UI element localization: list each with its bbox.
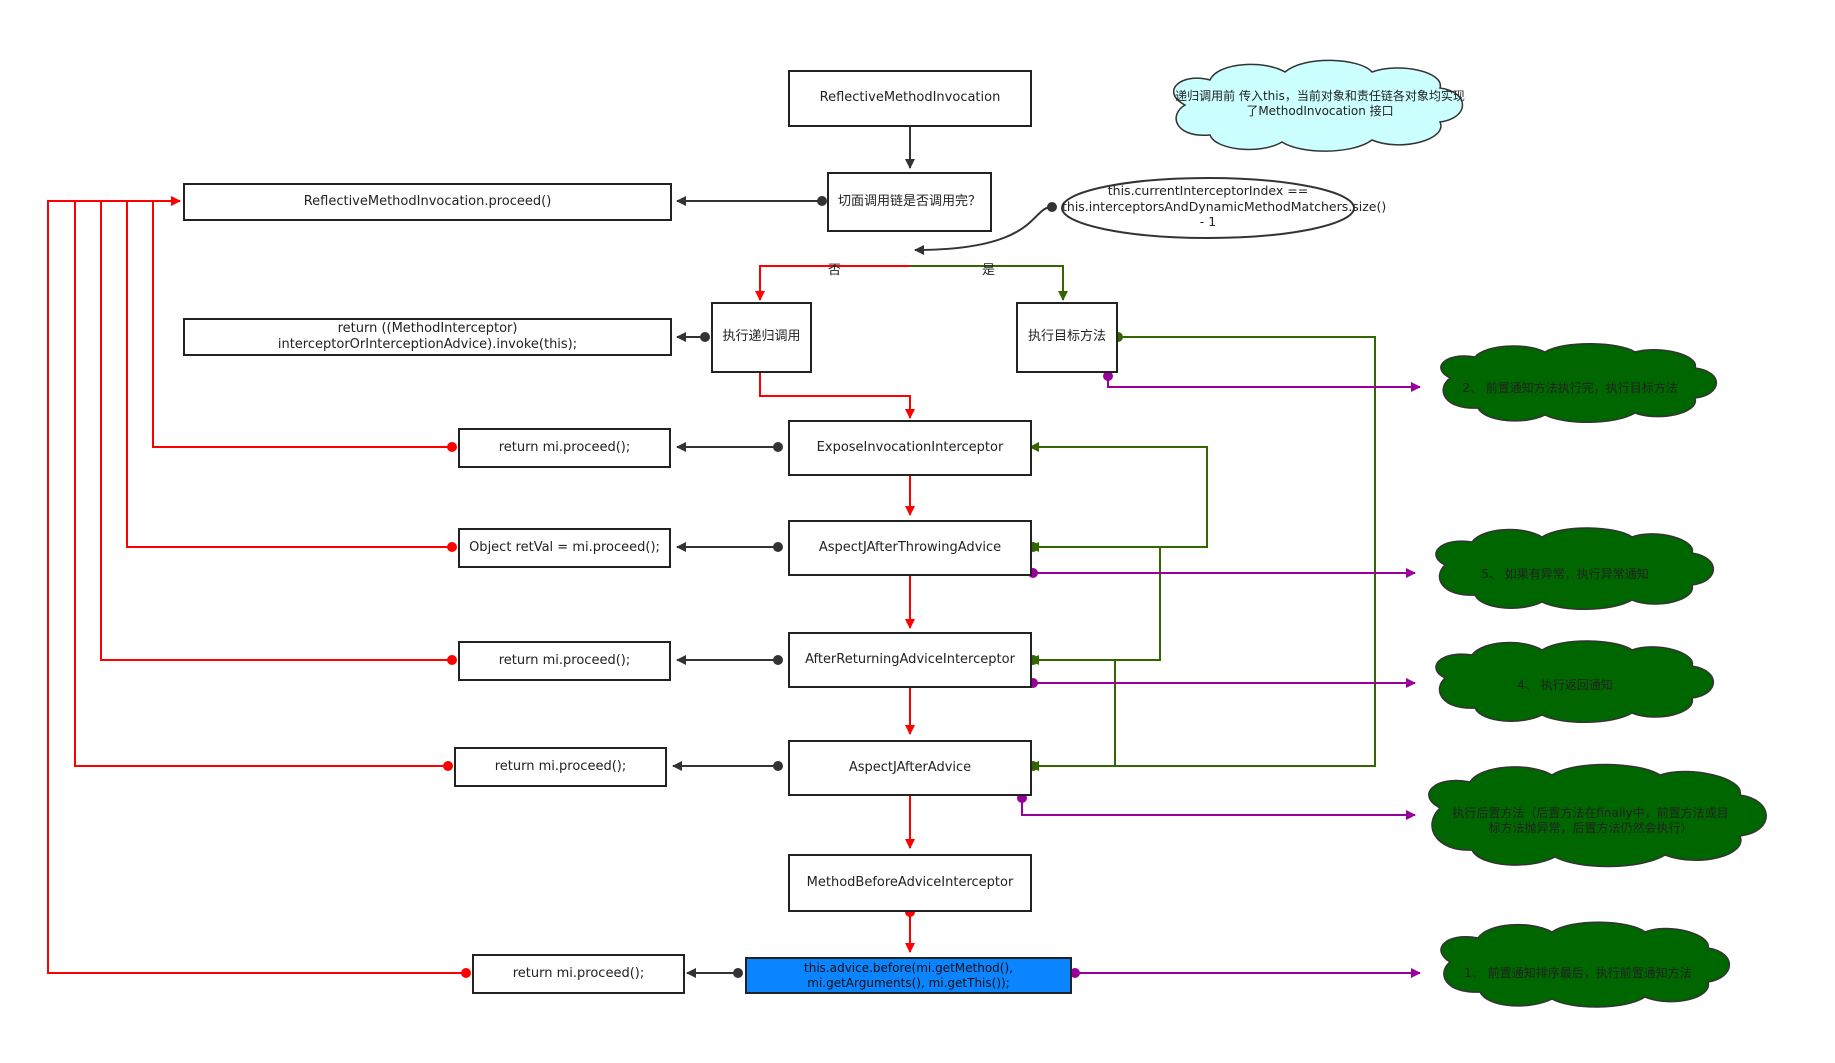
green-note-3-text: 执行后置方法（后置方法在finally中，前置方法或目标方法抛异常，后置方法仍然… — [1452, 806, 1729, 835]
node-target-method: 执行目标方法 — [1016, 302, 1118, 373]
green-cloud-n4 — [1435, 640, 1715, 723]
dark-connectors — [672, 127, 1053, 978]
green-note-4-text: 4、 执行返回通知 — [1517, 678, 1613, 692]
node-method-before-interceptor: MethodBeforeAdviceInterceptor — [788, 854, 1032, 912]
node-return-proceed-4: return mi.proceed(); — [472, 954, 685, 994]
node-retval-proceed: Object retVal = mi.proceed(); — [458, 528, 671, 568]
node-after-advice: AspectJAfterAdvice — [788, 740, 1032, 796]
node-return-proceed-3: return mi.proceed(); — [454, 747, 667, 787]
green-note-2-text: 2、 前置通知方法执行完，执行目标方法 — [1462, 381, 1678, 395]
condition-callout — [1061, 177, 1355, 239]
green-cloud-n3 — [1428, 763, 1767, 868]
note-cloud — [1172, 59, 1464, 152]
branch-label-no: 否 — [828, 263, 842, 278]
branch-label-yes: 是 — [982, 263, 996, 278]
node-chain-check: 切面调用链是否调用完？ — [827, 172, 992, 232]
condition-callout-text: this.currentInterceptorIndex == this.int… — [1062, 183, 1387, 230]
node-return-proceed-1: return mi.proceed(); — [458, 428, 671, 468]
green-note-1-text: 1、 前置通知排序最后，执行前置通知方法 — [1464, 966, 1692, 980]
node-return-proceed-2: return mi.proceed(); — [458, 641, 671, 681]
node-advice-before: this.advice.before(mi.getMethod(), mi.ge… — [745, 957, 1072, 994]
green-cloud-n1 — [1440, 921, 1731, 1008]
dark-dots — [700, 196, 1057, 978]
node-recursive-call: 执行递归调用 — [711, 302, 812, 373]
node-return-invoke: return ((MethodInterceptor) interceptorO… — [183, 318, 672, 356]
green-cloud-n5 — [1435, 527, 1715, 610]
red-connectors — [47, 196, 915, 974]
purple-connectors — [1021, 376, 1421, 978]
node-after-returning-interceptor: AfterReturningAdviceInterceptor — [788, 632, 1032, 688]
green-dots — [1028, 332, 1123, 771]
node-reflective-method-invocation: ReflectiveMethodInvocation — [788, 70, 1032, 127]
green-note-5-text: 5、 如果有异常，执行异常通知 — [1481, 567, 1649, 581]
node-expose-invocation-interceptor: ExposeInvocationInterceptor — [788, 420, 1032, 476]
note-cloud-text: 递归调用前 传入this，当前对象和责任链各对象均实现了MethodInvoca… — [1175, 89, 1465, 118]
red-dots — [443, 442, 915, 978]
node-proceed: ReflectiveMethodInvocation.proceed() — [183, 183, 672, 221]
node-after-throwing-advice: AspectJAfterThrowingAdvice — [788, 520, 1032, 576]
green-connectors — [910, 265, 1376, 771]
green-cloud-n2 — [1440, 343, 1717, 423]
